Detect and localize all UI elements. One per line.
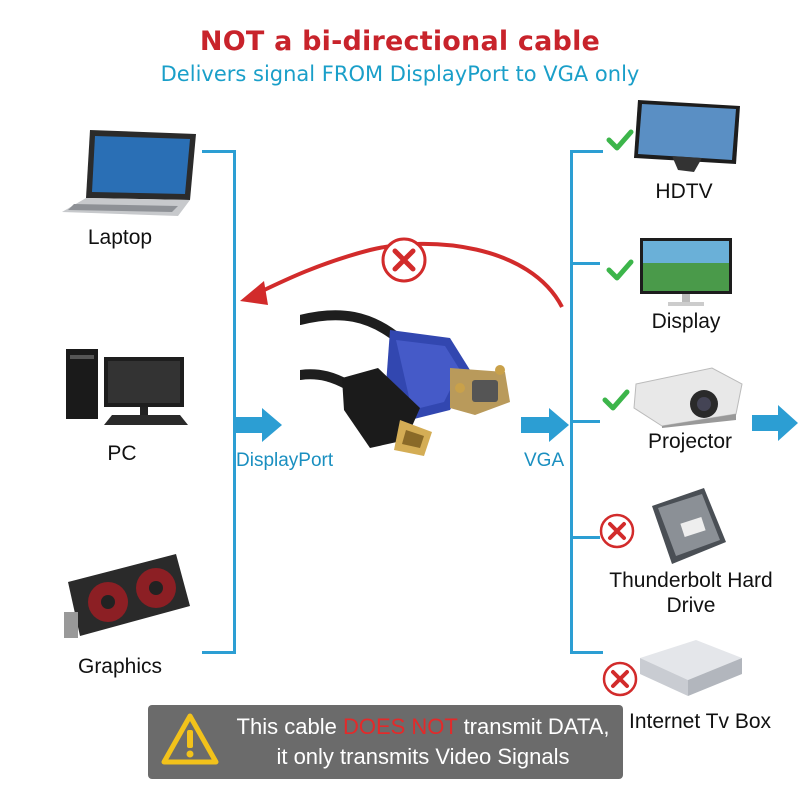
left-flow-arrow bbox=[234, 408, 282, 442]
laptop-icon bbox=[62, 130, 196, 216]
warning-line-1-emphasis: DOES NOT bbox=[342, 714, 458, 739]
warning-line-1: This cable DOES NOT transmit DATA, bbox=[228, 712, 618, 742]
cross-icon bbox=[602, 661, 638, 697]
title-rest: a bi-directional cable bbox=[264, 26, 601, 57]
target-label-hard-drive: Thunderbolt Hard Drive bbox=[596, 568, 786, 618]
source-label-graphics: Graphics bbox=[77, 655, 163, 678]
graphics-card-icon bbox=[64, 554, 190, 638]
target-label-hard-drive-text: Thunderbolt Hard Drive bbox=[609, 569, 773, 617]
page-subtitle: Delivers signal FROM DisplayPort to VGA … bbox=[160, 62, 640, 86]
left-bracket bbox=[202, 150, 236, 654]
target-label-display: Display bbox=[651, 310, 721, 333]
cross-icon bbox=[599, 513, 635, 549]
hdtv-icon bbox=[634, 100, 740, 172]
target-label-tv-box: Internet Tv Box bbox=[628, 710, 772, 733]
warning-line-2: it only transmits Video Signals bbox=[276, 744, 570, 769]
tv-box-icon bbox=[640, 640, 742, 696]
page-title: NOT a bi-directional cable bbox=[0, 26, 800, 57]
target-label-projector: Projector bbox=[647, 430, 733, 453]
hard-drive-icon bbox=[652, 488, 726, 564]
check-icon bbox=[602, 389, 630, 411]
warning-banner bbox=[148, 705, 623, 779]
warning-text: This cable DOES NOT transmit DATA, it on… bbox=[228, 712, 618, 772]
source-label-pc: PC bbox=[107, 442, 137, 465]
blocked-cross-icon bbox=[381, 237, 427, 283]
projector-icon bbox=[633, 367, 743, 428]
desktop-pc-icon bbox=[66, 349, 188, 425]
vga-label: VGA bbox=[524, 450, 565, 471]
right-bracket bbox=[570, 150, 603, 654]
warning-line-1-a: This cable bbox=[236, 714, 343, 739]
displayport-label: DisplayPort bbox=[236, 450, 334, 471]
cable-icon bbox=[300, 310, 510, 456]
title-not: NOT bbox=[199, 26, 265, 57]
source-label-laptop: Laptop bbox=[87, 226, 153, 249]
right-flow-arrow bbox=[521, 408, 569, 442]
warning-line-1-b: transmit DATA, bbox=[457, 714, 610, 739]
target-label-hdtv: HDTV bbox=[655, 180, 713, 203]
right-bracket-tick bbox=[573, 536, 600, 539]
warning-triangle-icon bbox=[161, 713, 219, 765]
right-bracket-tick bbox=[573, 420, 600, 423]
check-icon bbox=[606, 259, 634, 281]
right-bracket-tick bbox=[573, 262, 600, 265]
monitor-icon bbox=[640, 238, 732, 306]
check-icon bbox=[606, 129, 634, 151]
projector-out-arrow bbox=[752, 405, 798, 441]
